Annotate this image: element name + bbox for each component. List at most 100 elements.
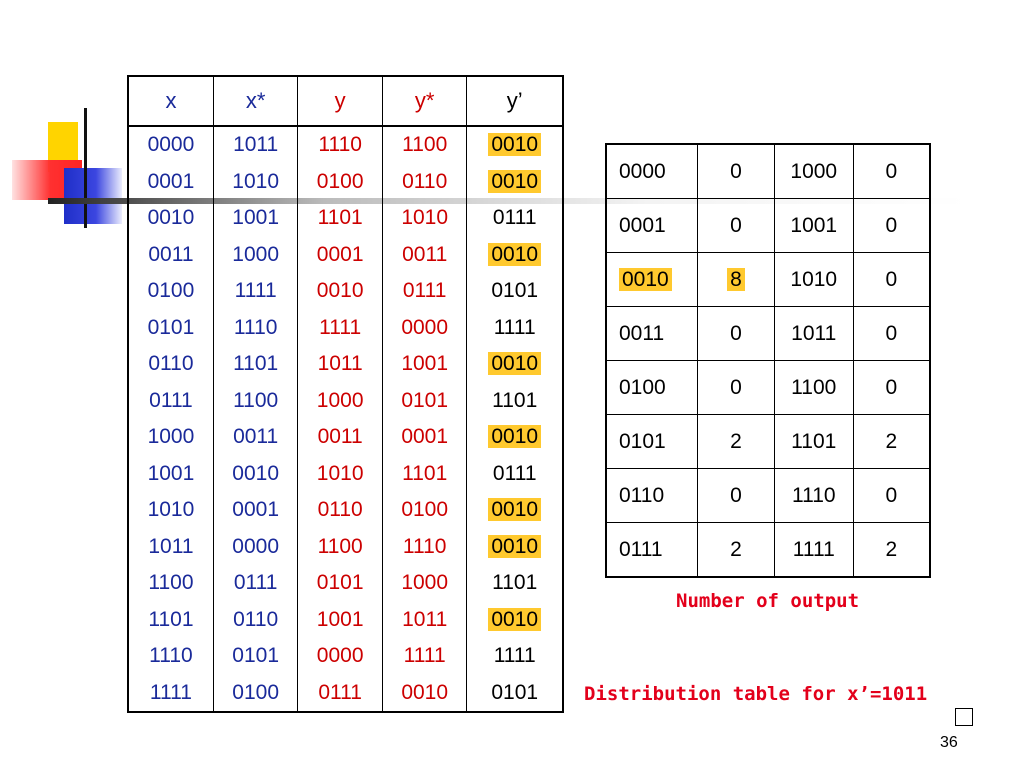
cell-count-b: 0 [852,198,931,253]
highlighted-value: 8 [727,267,745,291]
cell-y-star: 1111 [381,638,468,675]
cell-count-b: 0 [852,143,931,199]
highlighted-value: 0010 [488,133,542,157]
cell-count-a: 8 [697,252,775,307]
cell-y-star: 0100 [381,492,468,529]
cell-count-b: 2 [852,522,931,578]
cell-y-prime: 0010 [466,346,564,383]
cell-input-diff-a: 0010 [605,252,699,307]
cell-x-star: 1011 [212,126,299,164]
cell-y-prime: 0010 [466,492,564,529]
cell-input-diff-b: 1000 [773,143,854,199]
cell-count-a: 2 [697,522,775,578]
highlighted-value: 0010 [488,352,542,376]
cell-y: 1101 [297,200,383,237]
cell-y-prime: 0101 [466,273,564,310]
cell-input-diff-a: 0111 [605,522,699,578]
cell-y-star: 1101 [381,455,468,492]
cell-x: 1100 [127,565,214,602]
cell-x: 0010 [127,200,214,237]
cell-x-star: 0001 [212,492,299,529]
cell-count-b: 0 [852,306,931,361]
cell-y-prime: 0111 [466,200,564,237]
cell-x: 0110 [127,346,214,383]
cell-count-b: 0 [852,468,931,523]
cell-y-prime: 0010 [466,236,564,273]
cell-input-diff-a: 0100 [605,360,699,415]
cell-x: 0111 [127,382,214,419]
highlighted-value: 0010 [488,498,542,522]
cell-input-diff-a: 0101 [605,414,699,469]
cell-y: 1100 [297,528,383,565]
cell-input-diff-a: 0011 [605,306,699,361]
cell-x-star: 1001 [212,200,299,237]
cell-y-prime: 1111 [466,309,564,346]
cell-y-star: 0111 [381,273,468,310]
cell-x-star: 0110 [212,601,299,638]
cell-x-star: 1100 [212,382,299,419]
cell-x-star: 1000 [212,236,299,273]
number-of-output-caption: Number of output [676,590,860,612]
cell-y-prime: 0010 [466,528,564,565]
cell-count-b: 2 [852,414,931,469]
highlighted-value: 0010 [488,534,542,558]
cell-y-star: 0110 [381,163,468,200]
cell-y-star: 1100 [381,126,468,164]
header-y-star: y* [381,75,468,127]
cell-input-diff-b: 1010 [773,252,854,307]
footer-square-icon [955,708,973,726]
cell-y-star: 1110 [381,528,468,565]
cell-y: 1110 [297,126,383,164]
cell-input-diff-b: 1011 [773,306,854,361]
cell-y-prime: 0010 [466,601,564,638]
cell-count-a: 2 [697,414,775,469]
vertical-line-decoration [84,108,87,228]
cell-input-diff-b: 1110 [773,468,854,523]
cell-y-prime: 0010 [466,163,564,200]
cell-x: 0100 [127,273,214,310]
cell-x: 1111 [127,674,214,712]
cell-input-diff-b: 1101 [773,414,854,469]
cell-x-star: 1010 [212,163,299,200]
highlighted-value: 0010 [488,242,542,266]
cell-y-star: 0011 [381,236,468,273]
cell-y: 1010 [297,455,383,492]
cell-input-diff-a: 0001 [605,198,699,253]
cell-count-b: 0 [852,252,931,307]
cell-y-star: 0000 [381,309,468,346]
highlighted-value: 0010 [488,169,542,193]
cell-x: 1000 [127,419,214,456]
cell-y: 0101 [297,565,383,602]
header-y: y [297,75,383,127]
blue-square-decoration [64,168,122,224]
cell-y-star: 1010 [381,200,468,237]
cell-input-diff-a: 0110 [605,468,699,523]
cell-input-diff-a: 0000 [605,143,699,199]
cell-x-star: 0011 [212,419,299,456]
highlighted-value: 0010 [488,425,542,449]
header-y-prime: y’ [466,75,564,127]
cell-x: 1001 [127,455,214,492]
cell-y: 1001 [297,601,383,638]
cell-x-star: 0100 [212,674,299,712]
cell-y: 1000 [297,382,383,419]
header-x-star: x* [212,75,299,127]
cell-y: 0011 [297,419,383,456]
cell-count-a: 0 [697,198,775,253]
